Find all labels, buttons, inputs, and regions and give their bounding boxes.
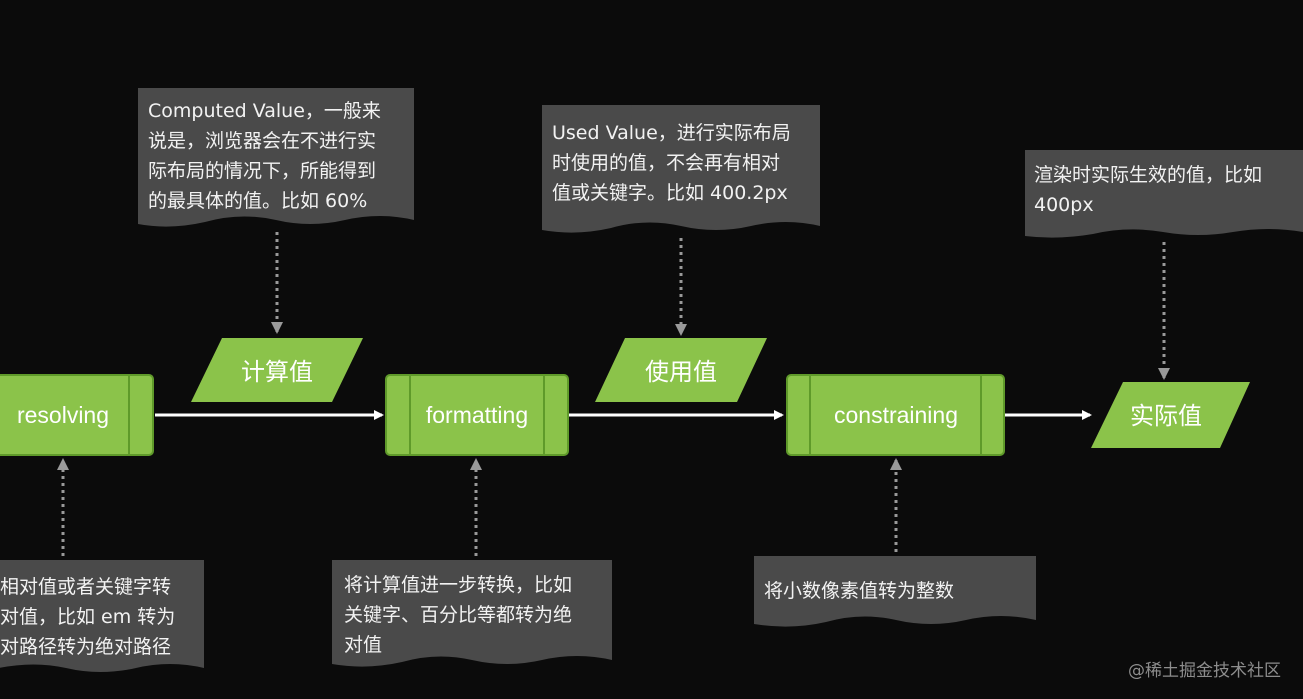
value-actual: 实际值 [1091,382,1250,448]
note-bubble-actual [1025,150,1303,238]
note-constraining: 将小数像素值转为整数 [764,580,955,602]
value-label-actual: 实际值 [1130,403,1202,430]
value-label-computed: 计算值 [241,359,313,386]
value-used: 使用值 [595,338,767,402]
process-constraining: constraining [786,374,1005,456]
note-bubble-resolving [0,560,204,672]
process-label-formatting: formatting [426,402,528,428]
note-resolving: 相对值或者关键字转 对值，比如 em 转为 对路径转为绝对路径 [0,576,176,658]
note-actual-value: 渲染时实际生效的值，比如 400px [1034,164,1263,216]
process-formatting: formatting [385,374,569,456]
value-label-used: 使用值 [645,359,717,386]
process-resolving: resolving [0,374,154,456]
note-bubble-computed [138,88,414,227]
note-bubble-constraining [754,556,1036,627]
value-computed: 计算值 [191,338,363,402]
process-label-resolving: resolving [17,402,109,428]
note-computed-value: Computed Value，一般来 说是，浏览器会在不进行实 际布局的情况下，… [148,100,381,212]
note-used-value: Used Value，进行实际布局 时使用的值，不会再有相对 值或关键字。比如 … [552,122,791,204]
note-bubble-formatting [332,560,612,667]
note-formatting: 将计算值进一步转换，比如 关键字、百分比等都转为绝 对值 [344,574,573,656]
watermark: @稀土掘金技术社区 [1128,661,1281,681]
process-label-constraining: constraining [834,402,958,428]
note-bubble-used [542,105,820,233]
